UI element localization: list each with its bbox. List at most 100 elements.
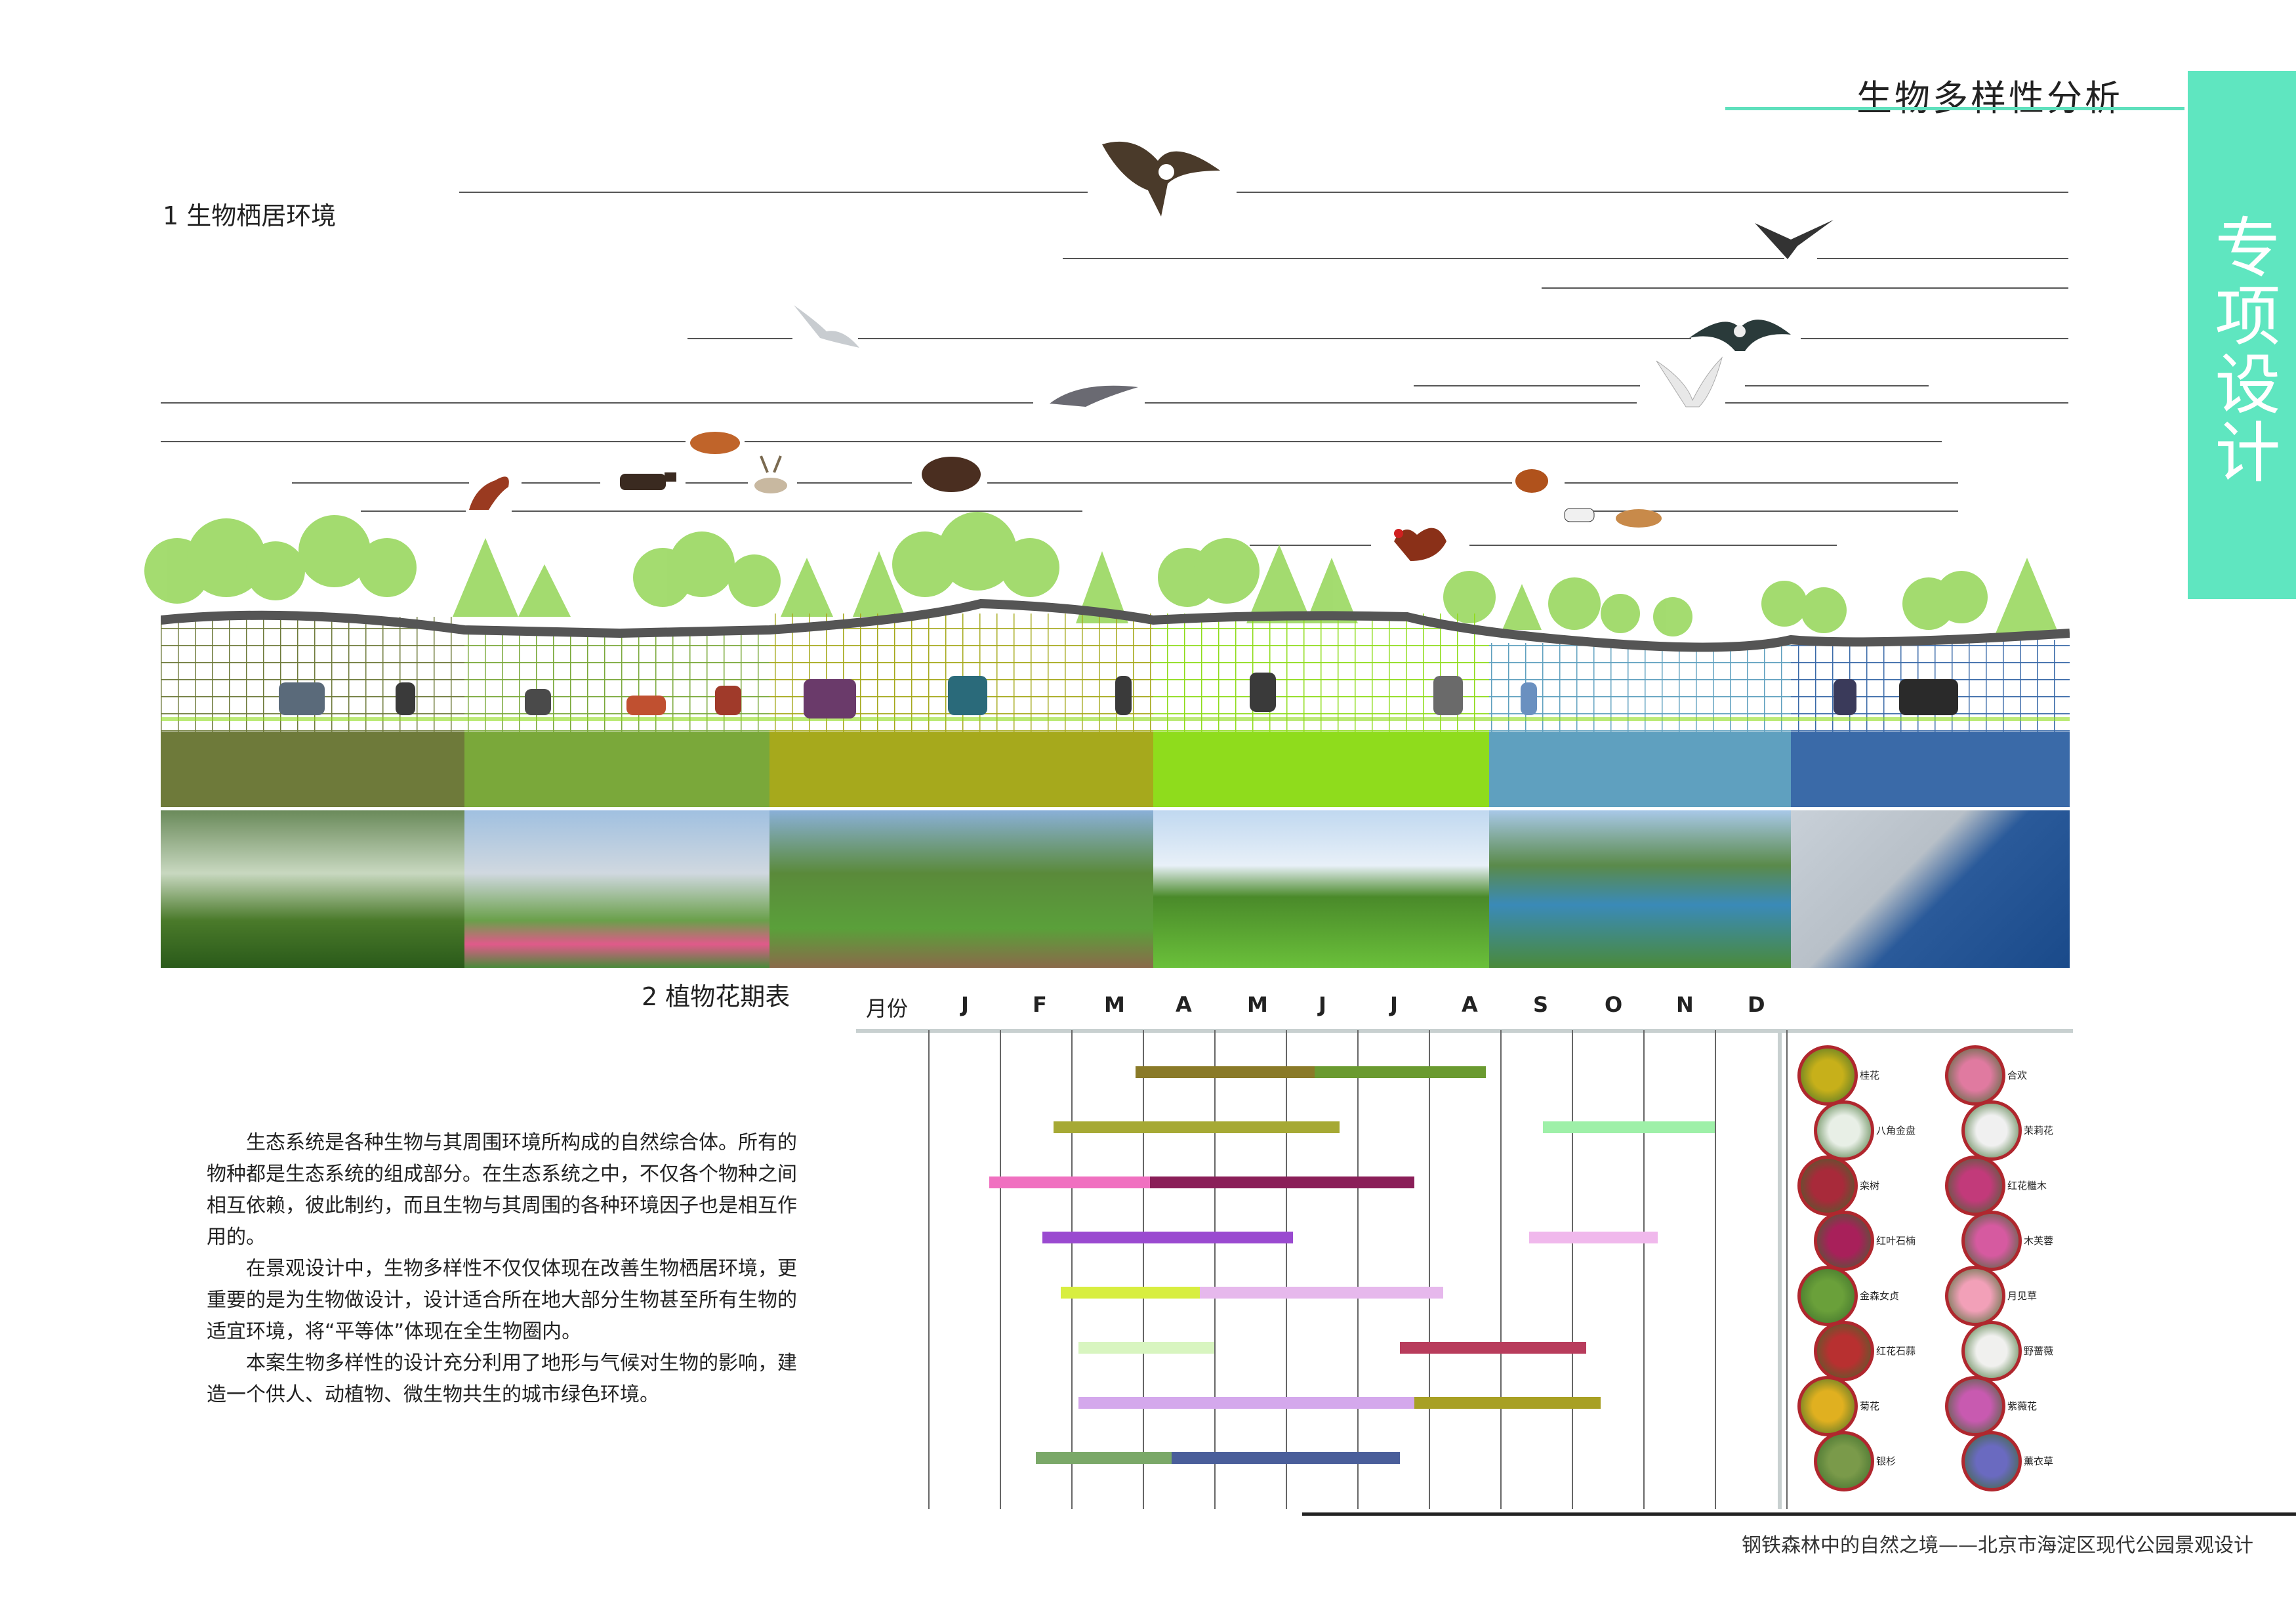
deer-icon bbox=[754, 455, 787, 493]
month-gridline bbox=[1286, 1030, 1287, 1509]
month-label: O bbox=[1605, 992, 1623, 1017]
flower-photo bbox=[1945, 1156, 2005, 1216]
side-tab bbox=[2188, 71, 2296, 599]
month-gridline bbox=[1715, 1030, 1716, 1509]
flower-name: 桂花 bbox=[1860, 1070, 1880, 1081]
flower-photo bbox=[1945, 1266, 2005, 1326]
description-paragraph: 生态系统是各种生物与其周围环境所构成的自然综合体。所有的物种都是生态系统的组成部… bbox=[207, 1131, 797, 1249]
month-label: M bbox=[1104, 992, 1125, 1017]
month-label: J bbox=[1319, 992, 1326, 1017]
section-flowering-title: 2 植物花期表 bbox=[642, 982, 790, 1011]
rooster-icon bbox=[1394, 528, 1446, 561]
month-label: A bbox=[1462, 992, 1478, 1017]
month-label: D bbox=[1748, 992, 1765, 1017]
flowering-bar bbox=[1528, 1232, 1658, 1243]
flower-photo bbox=[1814, 1431, 1874, 1491]
month-gridline bbox=[1429, 1030, 1430, 1509]
bear-icon bbox=[922, 457, 981, 492]
flowering-bar bbox=[1042, 1232, 1293, 1243]
month-label: A bbox=[1176, 992, 1192, 1017]
flowering-bar bbox=[1200, 1287, 1443, 1299]
photo-waterfront bbox=[1791, 810, 2070, 968]
side-tab-label: 专项设计 bbox=[2204, 213, 2280, 486]
magpie-icon bbox=[1689, 320, 1791, 351]
month-gridline bbox=[1357, 1030, 1359, 1509]
photo-forest bbox=[161, 810, 464, 968]
flower-photo bbox=[1797, 1045, 1858, 1106]
flowering-bar bbox=[1400, 1342, 1586, 1354]
photo-lawn bbox=[1153, 810, 1489, 968]
fox-icon bbox=[690, 432, 740, 454]
pigeon-icon bbox=[1050, 385, 1138, 407]
flowering-bar bbox=[1078, 1397, 1415, 1409]
flowering-bar bbox=[989, 1176, 1150, 1188]
month-gridline bbox=[1000, 1030, 1001, 1509]
month-gridline bbox=[1643, 1030, 1645, 1509]
page-title: 生物多样性分析 bbox=[1856, 77, 2123, 119]
flower-photo bbox=[1814, 1211, 1874, 1271]
flower-name: 木芙蓉 bbox=[2024, 1235, 2054, 1247]
description-paragraph: 在景观设计中，生物多样性不仅仅体现在改善生物栖居环境，更重要的是为生物做设计，设… bbox=[207, 1257, 797, 1343]
flowering-bar bbox=[1314, 1066, 1486, 1078]
flower-photo bbox=[1814, 1100, 1874, 1161]
flower-photo bbox=[1797, 1156, 1858, 1216]
flower-photo bbox=[1961, 1431, 2022, 1491]
month-label: J bbox=[1390, 992, 1398, 1017]
flower-name: 菊花 bbox=[1860, 1400, 1880, 1412]
flowering-bar bbox=[1414, 1397, 1601, 1409]
flowering-bar bbox=[1543, 1121, 1715, 1133]
flowering-bar bbox=[1136, 1066, 1315, 1078]
cow-icon bbox=[620, 472, 676, 490]
flower-name: 红花檵木 bbox=[2007, 1180, 2047, 1192]
month-gridline bbox=[1786, 1030, 1788, 1509]
flower-photo bbox=[1945, 1376, 2005, 1436]
section-habitat-title: 1 生物栖居环境 bbox=[163, 201, 337, 230]
flower-photo bbox=[1814, 1321, 1874, 1381]
flower-photo bbox=[1797, 1266, 1858, 1326]
month-gridline bbox=[1214, 1030, 1216, 1509]
flowering-bar bbox=[1171, 1452, 1401, 1464]
flower-photo bbox=[1961, 1100, 2022, 1161]
flower-name: 金森女贞 bbox=[1860, 1290, 1900, 1302]
dalmatian-icon bbox=[1564, 508, 1595, 522]
month-label: J bbox=[961, 992, 969, 1017]
description-paragraph: 本案生物多样性的设计充分利用了地形与气候对生物的影响，建造一个供人、动植物、微生… bbox=[207, 1352, 797, 1406]
calendar-divider bbox=[1778, 1030, 1782, 1509]
eagle-icon bbox=[1102, 141, 1220, 217]
photo-wetland bbox=[1489, 810, 1791, 968]
photo-meadow bbox=[769, 810, 1153, 968]
flowering-bar bbox=[1053, 1121, 1340, 1133]
month-gridline bbox=[1500, 1030, 1502, 1509]
flower-name: 红花石蒜 bbox=[1876, 1345, 1916, 1357]
month-label: M bbox=[1247, 992, 1268, 1017]
footer-caption: 钢铁森林中的自然之境——北京市海淀区现代公园景观设计 bbox=[1742, 1534, 2253, 1557]
flower-name: 八角金盘 bbox=[1876, 1125, 1916, 1136]
flower-name: 栾树 bbox=[1860, 1180, 1880, 1192]
flower-photo bbox=[1797, 1376, 1858, 1436]
flower-name: 合欢 bbox=[2007, 1070, 2028, 1081]
flower-photo bbox=[1961, 1321, 2022, 1381]
month-gridline bbox=[1071, 1030, 1073, 1509]
flowering-bar bbox=[1078, 1342, 1214, 1354]
swallow-icon bbox=[1755, 220, 1834, 259]
calendar-top-rule bbox=[856, 1029, 2073, 1033]
month-label: N bbox=[1676, 992, 1694, 1017]
dove-icon bbox=[1656, 356, 1723, 407]
puppy-icon bbox=[1616, 509, 1662, 528]
flowering-bar bbox=[1060, 1287, 1200, 1299]
footer-rule bbox=[1302, 1512, 2296, 1516]
flower-name: 紫薇花 bbox=[2007, 1400, 2038, 1412]
flower-photo bbox=[1945, 1045, 2005, 1106]
month-gridline bbox=[1572, 1030, 1573, 1509]
flower-name: 银杉 bbox=[1876, 1455, 1896, 1467]
month-label: F bbox=[1033, 992, 1047, 1017]
title-underline bbox=[1725, 107, 2184, 110]
photo-urban-park bbox=[464, 810, 769, 968]
hen-icon bbox=[1515, 469, 1548, 493]
flower-photo bbox=[1961, 1211, 2022, 1271]
tree-line bbox=[144, 512, 2060, 636]
flowering-bar bbox=[1035, 1452, 1172, 1464]
flower-name: 月见草 bbox=[2007, 1290, 2038, 1302]
month-gridline bbox=[928, 1030, 930, 1509]
description-text: 生态系统是各种生物与其周围环境所构成的自然综合体。所有的物种都是生态系统的组成部… bbox=[207, 1127, 810, 1411]
